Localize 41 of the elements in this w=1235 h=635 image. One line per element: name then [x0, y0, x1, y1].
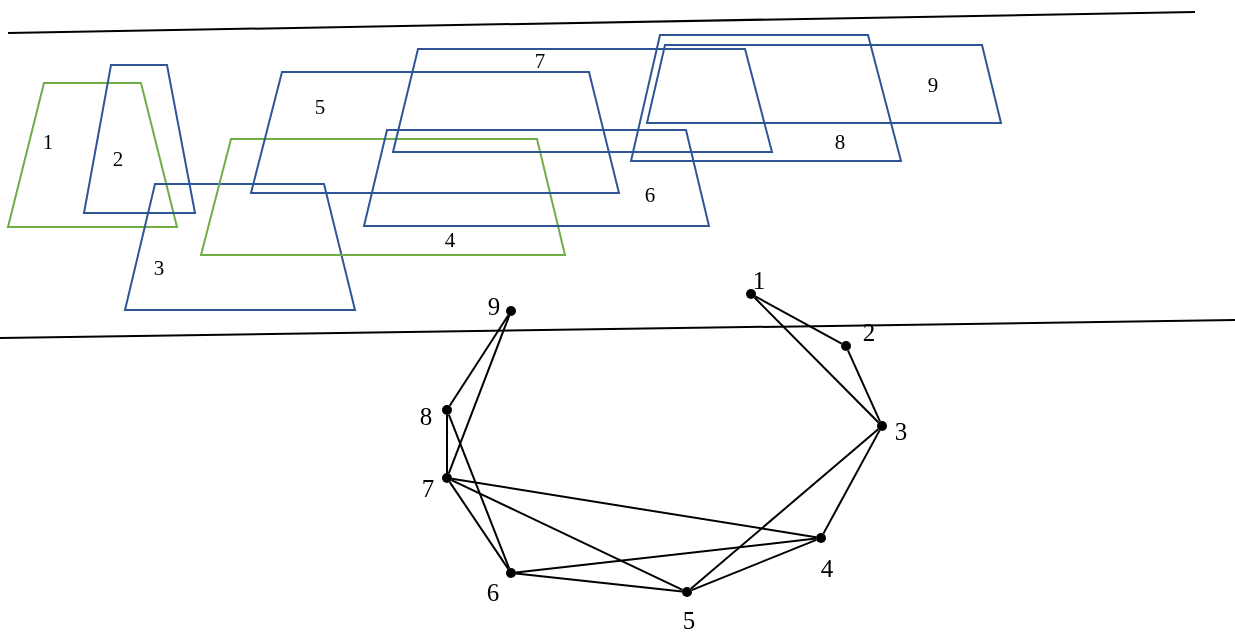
vertex-label: 8: [419, 403, 433, 429]
graph-edge: [446, 414, 448, 474]
graph-edge: [514, 572, 684, 593]
vertex-dot: [877, 421, 887, 431]
graph-edge: [448, 481, 510, 570]
graph-edge: [822, 429, 881, 535]
graph-edge: [689, 428, 880, 590]
vertex-label: 3: [894, 418, 908, 444]
graph-edge: [450, 479, 684, 591]
graph-edge: [690, 538, 818, 592]
vertex-dot: [442, 473, 452, 483]
trapezoid-number: 5: [314, 96, 326, 118]
graph-edge: [450, 477, 818, 539]
graph-edge: [447, 314, 511, 475]
vertex-label: 1: [752, 267, 766, 293]
vertex-label: 5: [682, 607, 696, 633]
vertex-label: 9: [487, 293, 501, 319]
trapezoid-number: 2: [112, 148, 124, 170]
vertex-label: 7: [421, 475, 435, 501]
vertex-dot: [442, 405, 452, 415]
trapezoid-number: 7: [534, 50, 546, 72]
vertex-dot: [506, 568, 516, 578]
trapezoid-number: 1: [42, 131, 54, 153]
trapezoid-number: 4: [444, 229, 456, 251]
vertex-label: 4: [820, 555, 834, 581]
trapezoid-number: 9: [927, 74, 939, 96]
vertex-dot: [746, 289, 756, 299]
trapezoid-number: 8: [834, 131, 846, 153]
graph-edge: [448, 314, 510, 407]
trapezoid-number: 3: [153, 257, 165, 279]
vertex-dot: [816, 533, 826, 543]
trapezoid-number: 6: [644, 184, 656, 206]
graph-edge: [753, 296, 880, 424]
vertex-label: 6: [486, 579, 500, 605]
vertex-dot: [506, 306, 516, 316]
graph-edge: [447, 413, 511, 570]
vertex-dot: [682, 587, 692, 597]
graph-edge: [754, 295, 843, 345]
graph-edge: [847, 349, 881, 423]
vertex-dot: [841, 341, 851, 351]
graph-edge: [514, 537, 818, 574]
